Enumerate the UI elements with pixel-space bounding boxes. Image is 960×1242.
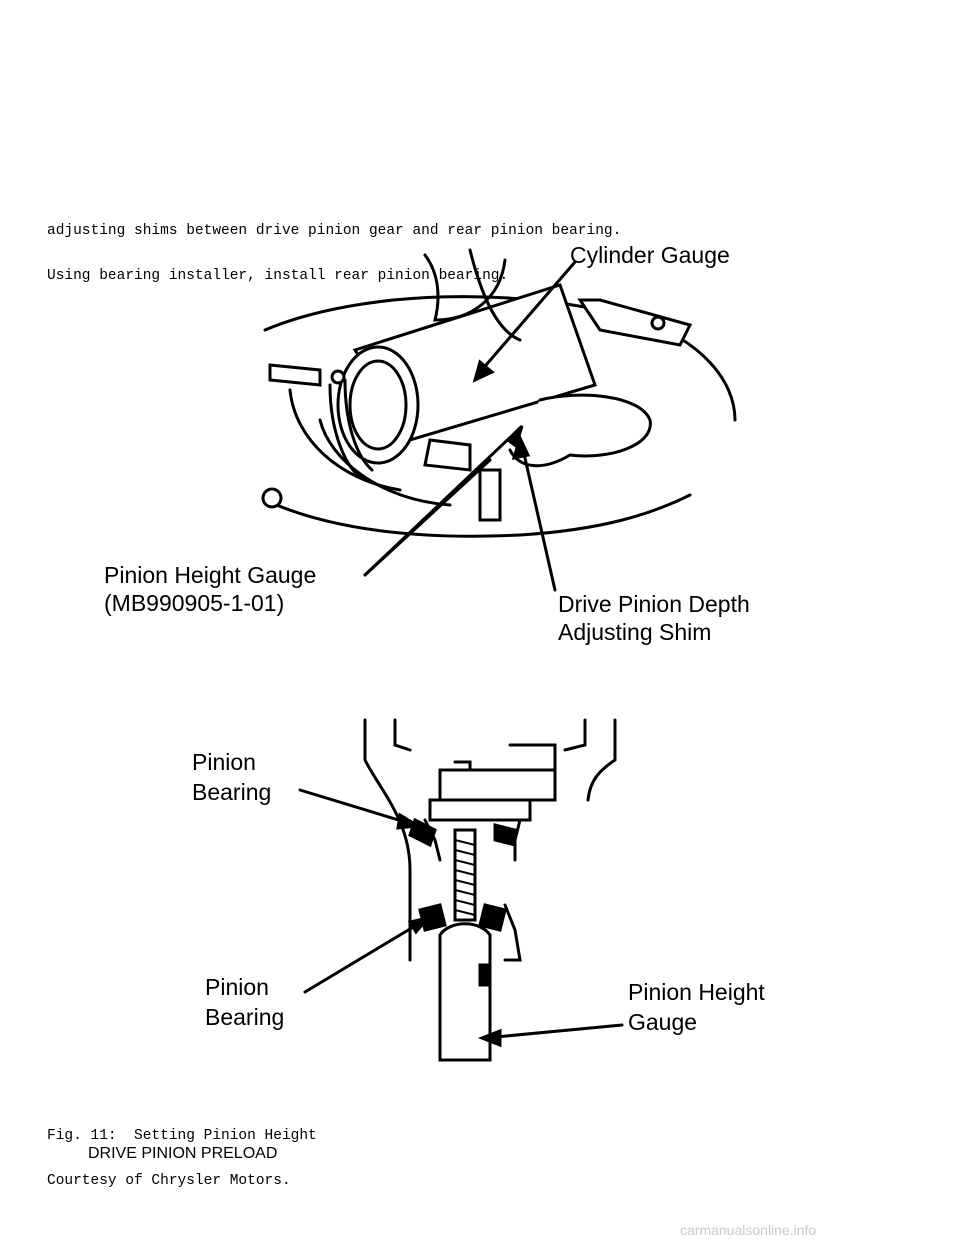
label-pinion-height-gauge-bottom-1: Pinion Height [628, 979, 765, 1005]
label-pinion-height-gauge: Pinion Height Gauge [104, 562, 316, 588]
label-pinion-bearing-top-2: Bearing [192, 779, 271, 805]
label-pinion-height-gauge-bottom-2: Gauge [628, 1009, 697, 1035]
label-shim-line2: Adjusting Shim [558, 619, 711, 645]
section-heading: DRIVE PINION PRELOAD [88, 1145, 278, 1162]
label-pinion-bearing-top-1: Pinion [192, 749, 256, 775]
label-pinion-height-gauge-part: (MB990905-1-01) [104, 590, 284, 616]
figure-bottom-drawing [298, 718, 624, 1062]
caption-line-2: Courtesy of Chrysler Motors. [47, 1173, 291, 1189]
intro-text: adjusting shims between drive pinion gea… [47, 194, 621, 299]
caption-line-1: Fig. 11: Setting Pinion Height [47, 1128, 317, 1144]
label-pinion-bearing-bottom-2: Bearing [205, 1004, 284, 1030]
label-cylinder-gauge: Cylinder Gauge [570, 242, 730, 268]
label-pinion-bearing-bottom-1: Pinion [205, 974, 269, 1000]
figure-caption: Fig. 11: Setting Pinion Height Courtesy … [47, 1099, 317, 1204]
label-shim-line1: Drive Pinion Depth [558, 591, 750, 617]
figure-top-drawing [261, 248, 737, 592]
intro-line-1: adjusting shims between drive pinion gea… [47, 223, 622, 239]
watermark: carmanualsonline.info [680, 1222, 817, 1238]
intro-line-2: Using bearing installer, install rear pi… [47, 268, 509, 284]
